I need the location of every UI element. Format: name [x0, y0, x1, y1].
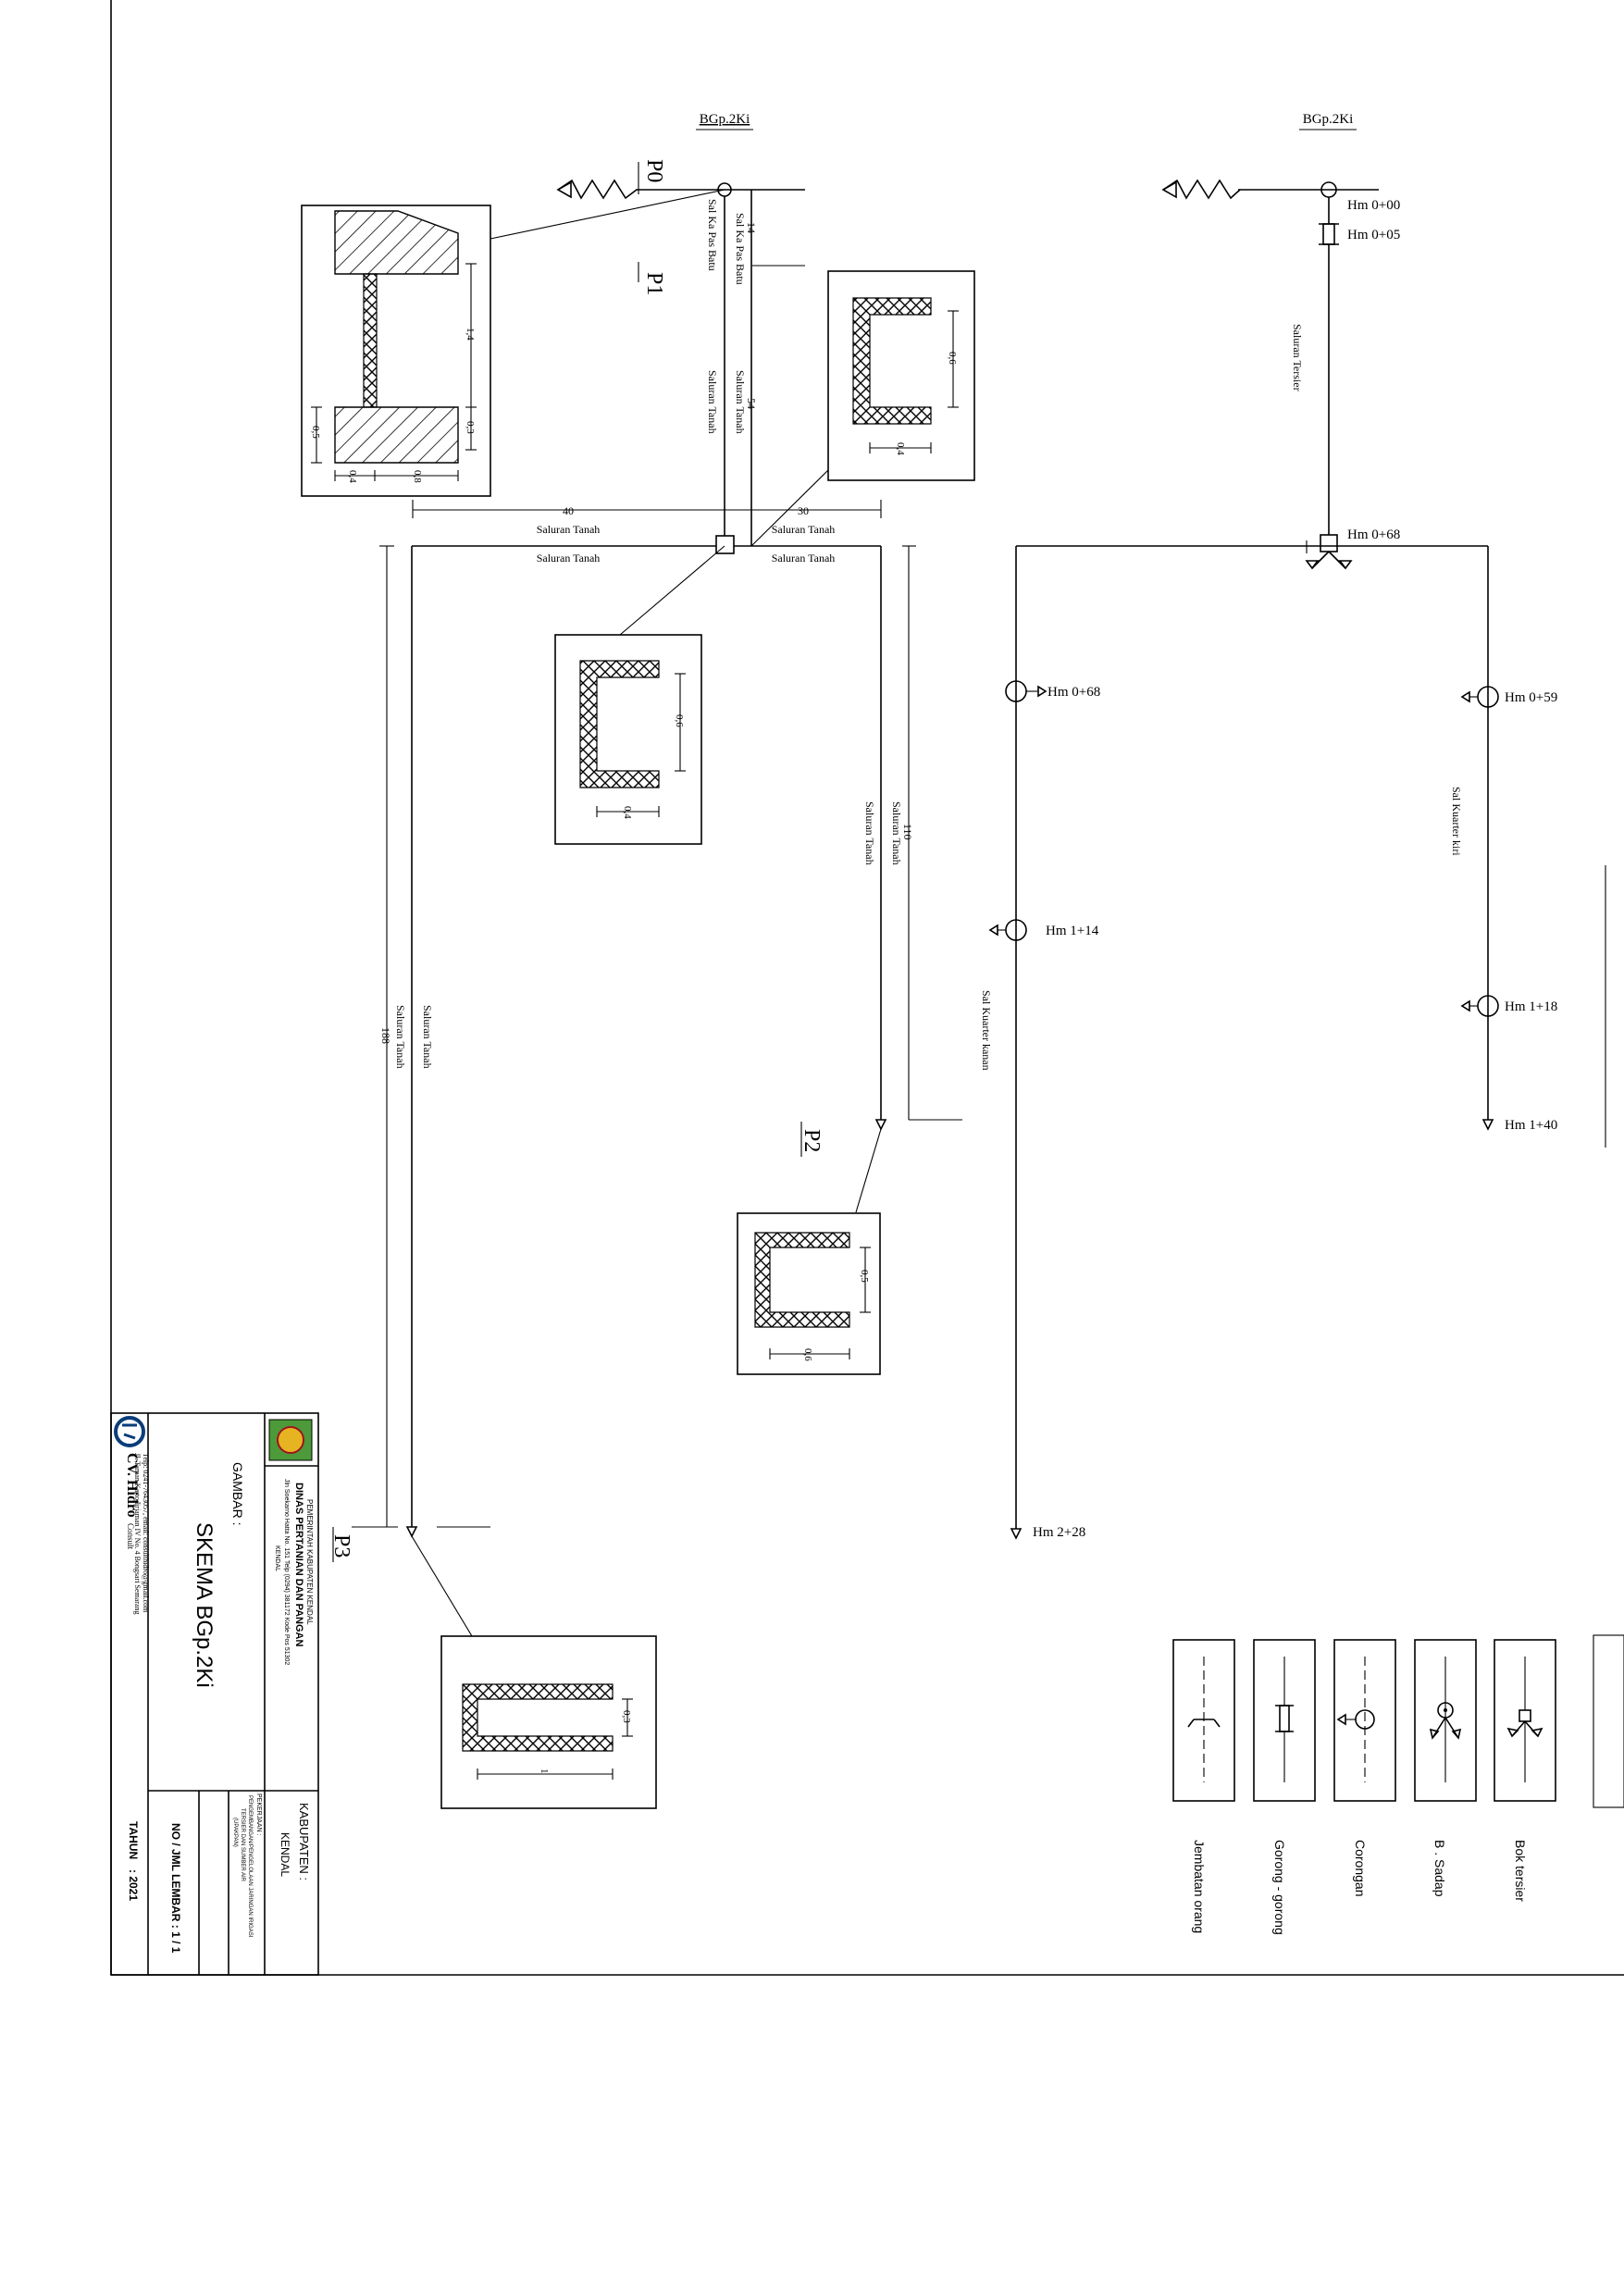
gambar-label: GAMBAR :	[230, 1462, 245, 1525]
section-e-d03: 0,3	[621, 1710, 632, 1723]
saluran-tersier: Saluran Tersier	[1291, 324, 1304, 391]
section-b-d04: 0,4	[895, 442, 906, 455]
section-a-d03: 0,3	[465, 421, 476, 434]
hm-068-top: Hm 0+68	[1347, 527, 1400, 542]
len-14: 14	[745, 222, 758, 233]
tahun-label: TAHUN	[127, 1821, 140, 1859]
pekerjaan-label: PEKERJAAN :	[255, 1793, 262, 1836]
left-schema-header: BGp.2Ki	[700, 112, 750, 127]
section-c-earth-channel: 0,6 0,4	[554, 634, 702, 845]
label-p0: P0	[642, 159, 666, 182]
sal-tanah-i: Saluran Tanah	[863, 801, 876, 865]
section-a-masonry: 1,4 0,3 0,5 0,4 0,8	[301, 205, 491, 497]
company-contact: Telp: 0241-7643057, email: consulthidro@…	[142, 1453, 150, 1613]
lembar: NO / JML LEMBAR : 1 / 1	[169, 1823, 182, 1954]
hm-228: Hm 2+28	[1033, 1525, 1085, 1540]
legend-jembatan: Jembatan orang	[1192, 1840, 1207, 1933]
sal-tanah-b: Saluran Tanah	[734, 370, 747, 434]
sal-tanah-c: Saluran Tanah	[537, 523, 601, 536]
label-p2: P2	[800, 1129, 824, 1152]
section-a-d04: 0,4	[347, 470, 358, 483]
dept-name: DINAS PERTANIAN DAN PANGAN	[293, 1483, 304, 1646]
sal-tanah-d: Saluran Tanah	[772, 523, 836, 536]
sal-ka-pas-batu-1: Sal Ka Pas Batu	[706, 199, 719, 271]
intake-zigzag-icon	[1162, 179, 1241, 200]
intake-zigzag-icon	[557, 179, 638, 200]
dept-city: KENDAL	[274, 1545, 280, 1571]
sal-ka-pas-batu-2: Sal Ka Pas Batu	[734, 213, 747, 285]
legend-b-sadap: B . Sadap	[1432, 1840, 1447, 1897]
section-b-d06: 0,6	[947, 352, 958, 365]
dept-address: Jln Soekarno Hatta No. 151 Telp (0294) 3…	[283, 1479, 290, 1665]
hm-000: Hm 0+00	[1347, 198, 1400, 213]
sal-tanah-j: Saluran Tanah	[890, 801, 903, 865]
hm-118: Hm 1+18	[1505, 999, 1557, 1014]
pekerjaan-line2: TERSIER DAN SUMBER AIR	[240, 1808, 245, 1882]
section-b-earth-channel: 0,6 0,4	[827, 270, 975, 481]
right-schema: BGp.2Ki Hm 0+00 Hm 0+05 Saluran Tersier …	[980, 112, 1557, 1540]
hm-005: Hm 0+05	[1347, 228, 1400, 242]
len-40: 40	[563, 504, 574, 517]
hm-114: Hm 1+14	[1046, 924, 1099, 938]
tahun-value: : 2021	[127, 1869, 140, 1901]
section-d-d05: 0,5	[859, 1270, 870, 1283]
sal-kuarter-kanan: Sal Kuarter kanan	[980, 990, 993, 1071]
left-schema: BGp.2Ki P0 P1 Sal Ka Pas Batu Sal Ka Pas…	[329, 112, 962, 1637]
gov-name: PEMERINTAH KABUPATEN KENDAL	[305, 1499, 314, 1625]
kabupaten-value: KENDAL	[279, 1832, 291, 1877]
sal-tanah-a: Saluran Tanah	[706, 370, 719, 434]
len-54: 54	[745, 398, 758, 409]
section-a-d08: 0,8	[412, 470, 423, 483]
section-d-d06: 0,6	[802, 1348, 813, 1361]
sal-tanah-f: Saluran Tanah	[772, 552, 836, 565]
drawing-title: SKEMA BGp.2Ki	[192, 1522, 217, 1688]
section-a-d14: 1,4	[465, 328, 476, 341]
sal-tanah-e: Saluran Tanah	[537, 552, 601, 565]
kabupaten-label: KABUPATEN :	[297, 1803, 311, 1880]
sal-kuarter-kiri: Sal Kuarter kiri	[1450, 787, 1463, 856]
section-c-d04: 0,4	[622, 806, 633, 819]
sal-tanah-g: Saluran Tanah	[394, 1005, 407, 1069]
legend-bok-tersier: Bok tersier	[1513, 1840, 1528, 1902]
len-30: 30	[798, 504, 809, 517]
company-suffix: Consult	[126, 1523, 135, 1550]
sal-tanah-h: Saluran Tanah	[421, 1005, 434, 1069]
section-c-d06: 0,6	[674, 714, 685, 727]
hm-059: Hm 0+59	[1505, 690, 1557, 705]
legend-corongan: Corongan	[1353, 1840, 1368, 1897]
len-188: 188	[379, 1027, 392, 1044]
company-logo-icon	[114, 1416, 145, 1447]
label-p1: P1	[642, 272, 666, 295]
hm-068-left: Hm 0+68	[1048, 685, 1100, 700]
pekerjaan-line1: PENGEMBANGAN/PENGELOLAAN JARINGAN IRIGAS…	[247, 1795, 253, 1938]
section-e-earth-channel: 0,3 1	[440, 1635, 657, 1809]
right-schema-header: BGp.2Ki	[1303, 112, 1354, 127]
legend: Bok tersier B . Sadap Corongan Gorong - …	[1172, 1634, 1624, 1935]
hm-140: Hm 1+40	[1505, 1118, 1557, 1133]
section-d-earth-channel: 0,5 0,6	[737, 1212, 881, 1375]
title-block: CV. Hidro Consult Jl. Taman Kartodirjama…	[110, 1412, 319, 1976]
section-a-d05: 0,5	[310, 426, 321, 439]
company-name: CV. Hidro	[124, 1453, 140, 1518]
len-110: 110	[901, 824, 914, 840]
legend-gorong: Gorong - gorong	[1272, 1840, 1287, 1935]
section-e-d1: 1	[539, 1769, 550, 1774]
company-address: Jl. Taman Kartodirjaman IV No. 4 Bongsar…	[133, 1453, 142, 1614]
pekerjaan-line3: (UPAKPAN)	[232, 1818, 238, 1847]
